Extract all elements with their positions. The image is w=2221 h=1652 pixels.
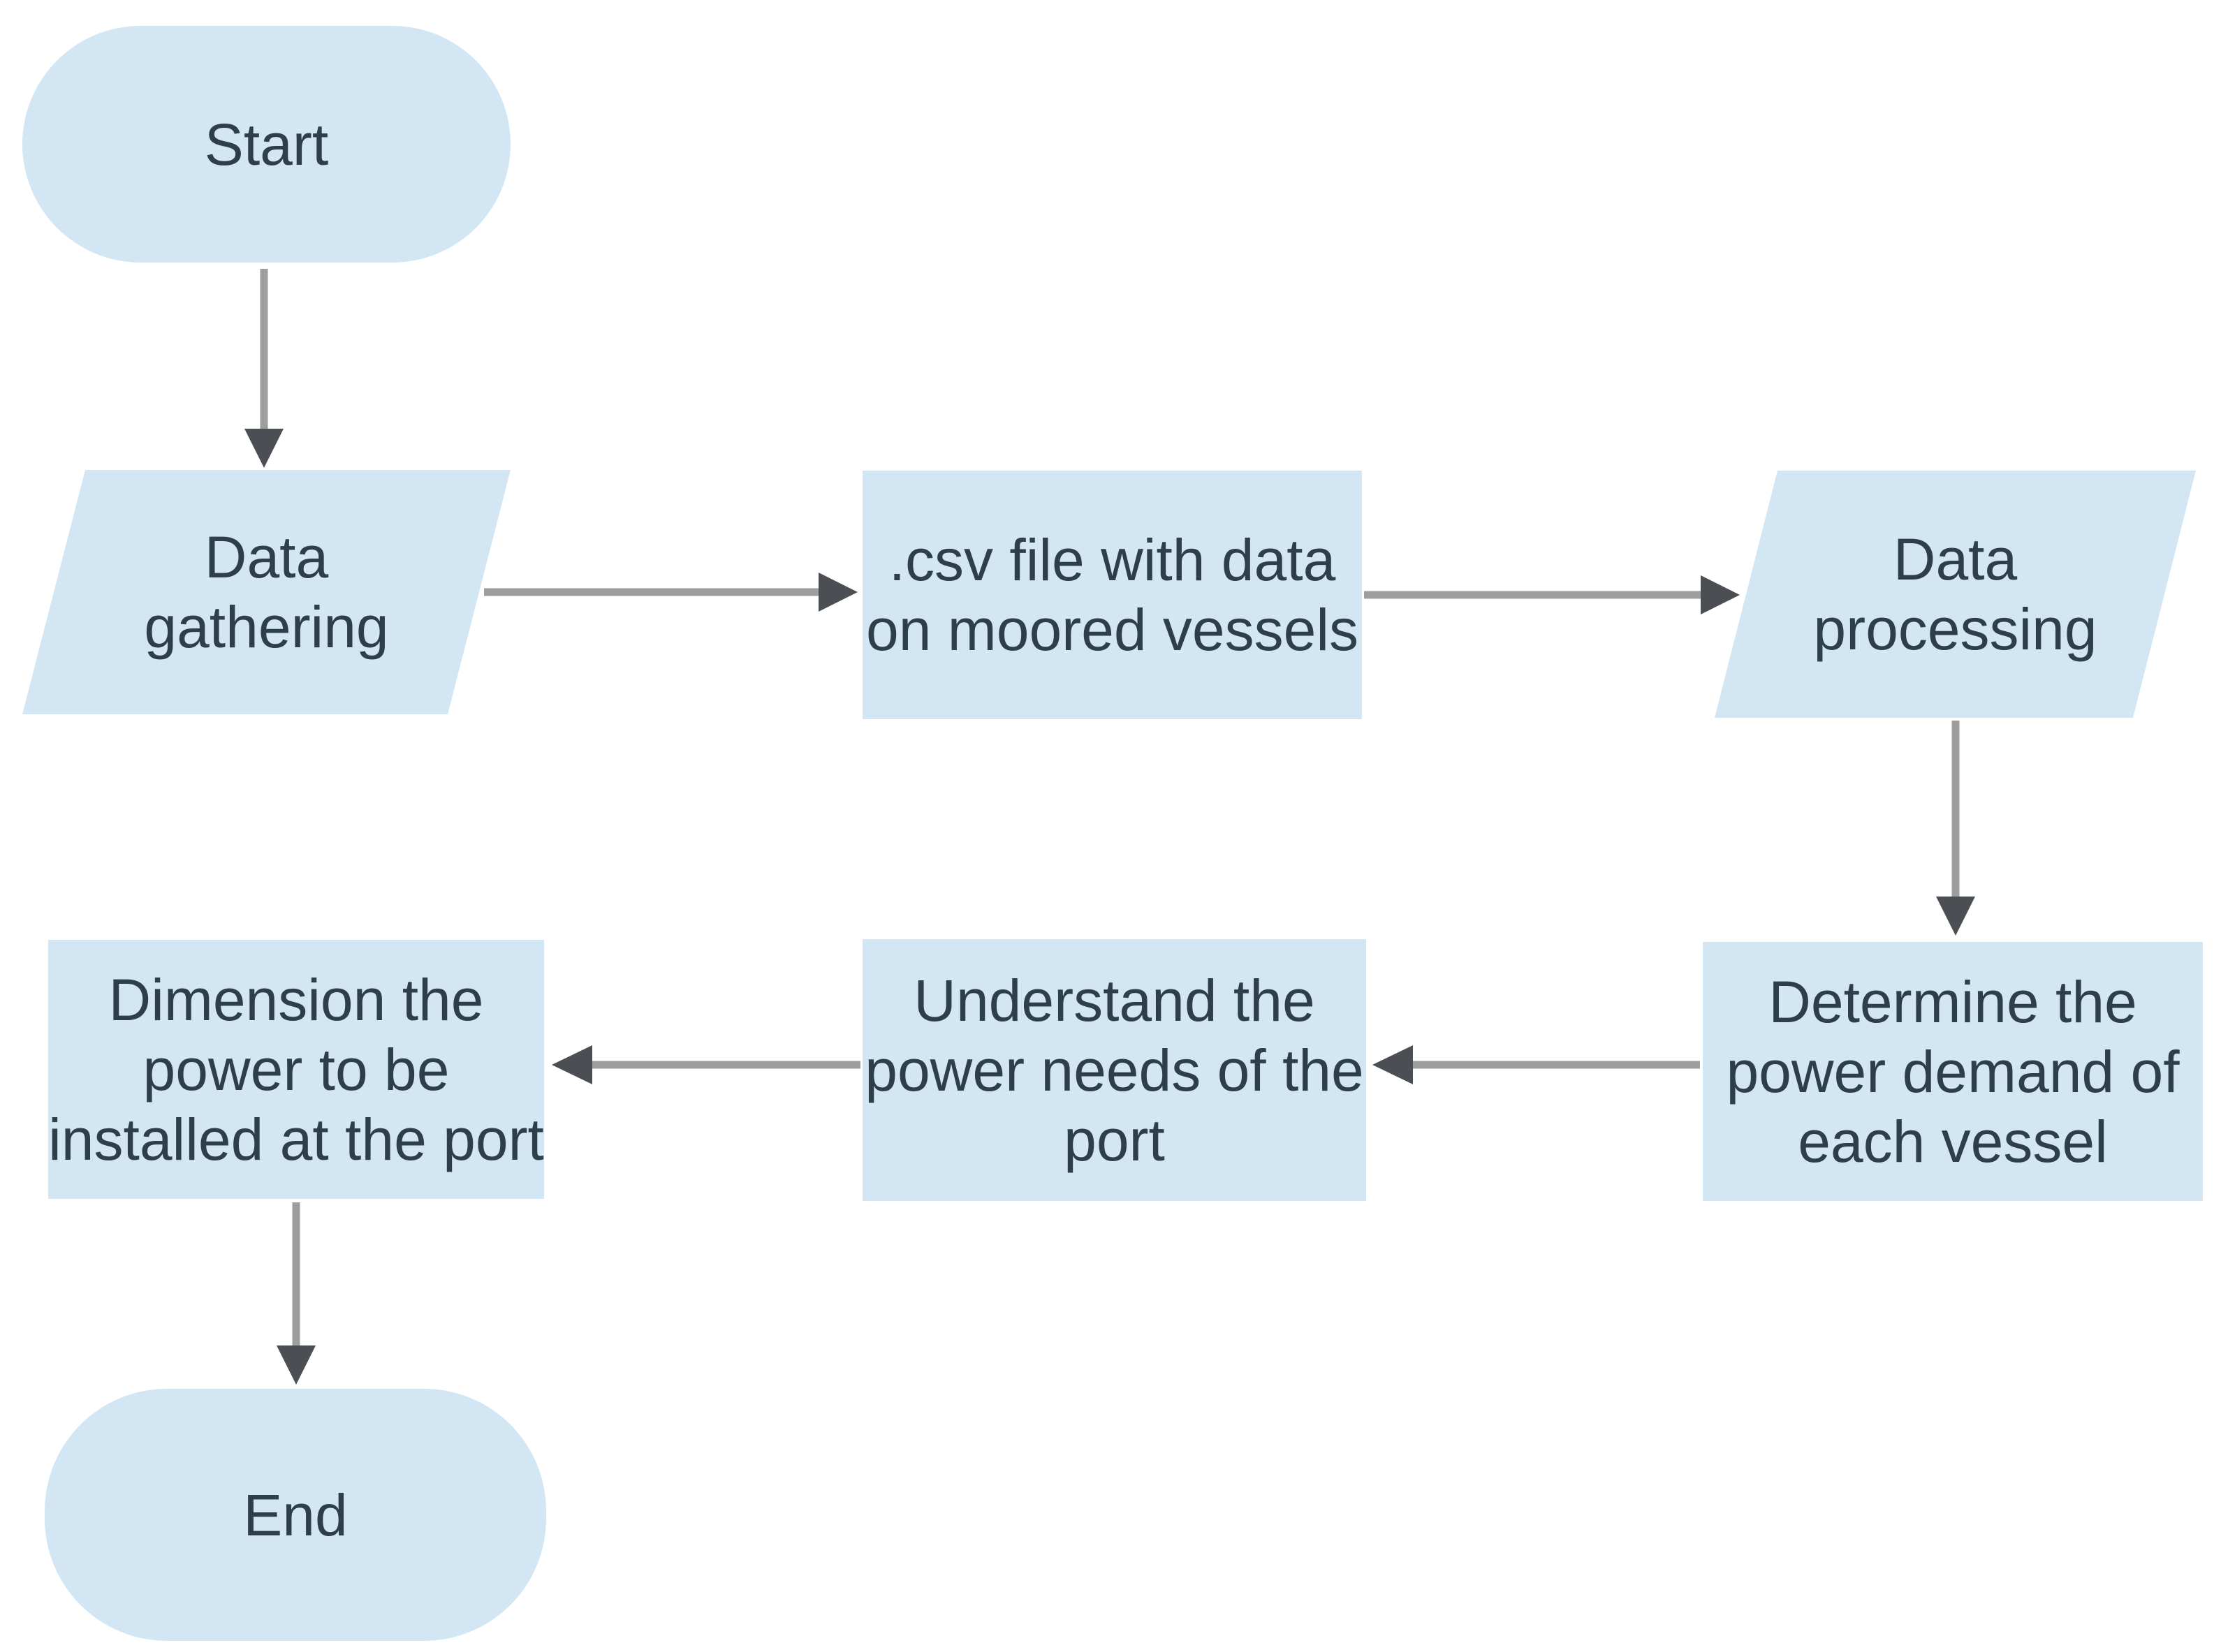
arrow-dimension-power-to-end xyxy=(277,1202,316,1385)
dimension-power-label: Dimension the power to be installed at t… xyxy=(48,966,544,1172)
csv-file-box: .csv file with data on moored vessels xyxy=(863,471,1362,719)
end-terminator: End xyxy=(45,1389,546,1641)
understand-power-needs-label: Understand the power needs of the port xyxy=(865,967,1364,1173)
understand-power-needs-box: Understand the power needs of the port xyxy=(863,939,1366,1201)
arrow-start-to-data-gathering xyxy=(244,269,284,468)
data-gathering-label: Data gathering xyxy=(144,524,389,660)
determine-power-demand-label: Determine the power demand of each vesse… xyxy=(1726,968,2180,1174)
data-processing-label: Data processing xyxy=(1813,526,2097,662)
data-processing-parallelogram: Data processing xyxy=(1715,471,2196,718)
data-gathering-parallelogram: Data gathering xyxy=(22,470,511,714)
dimension-power-box: Dimension the power to be installed at t… xyxy=(48,940,544,1199)
determine-power-demand-box: Determine the power demand of each vesse… xyxy=(1703,942,2203,1201)
csv-file-label: .csv file with data on moored vessels xyxy=(865,527,1359,663)
start-label: Start xyxy=(204,111,329,177)
end-label: End xyxy=(243,1482,348,1548)
arrow-csv-file-to-data-processing xyxy=(1364,575,1740,614)
arrow-data-gathering-to-csv-file xyxy=(484,573,858,612)
start-terminator: Start xyxy=(22,26,511,263)
arrow-understand-power-needs-to-dimension-power xyxy=(552,1045,860,1084)
arrow-data-processing-to-determine-power-demand xyxy=(1936,721,1975,936)
arrow-determine-power-demand-to-understand-power-needs xyxy=(1372,1045,1700,1084)
